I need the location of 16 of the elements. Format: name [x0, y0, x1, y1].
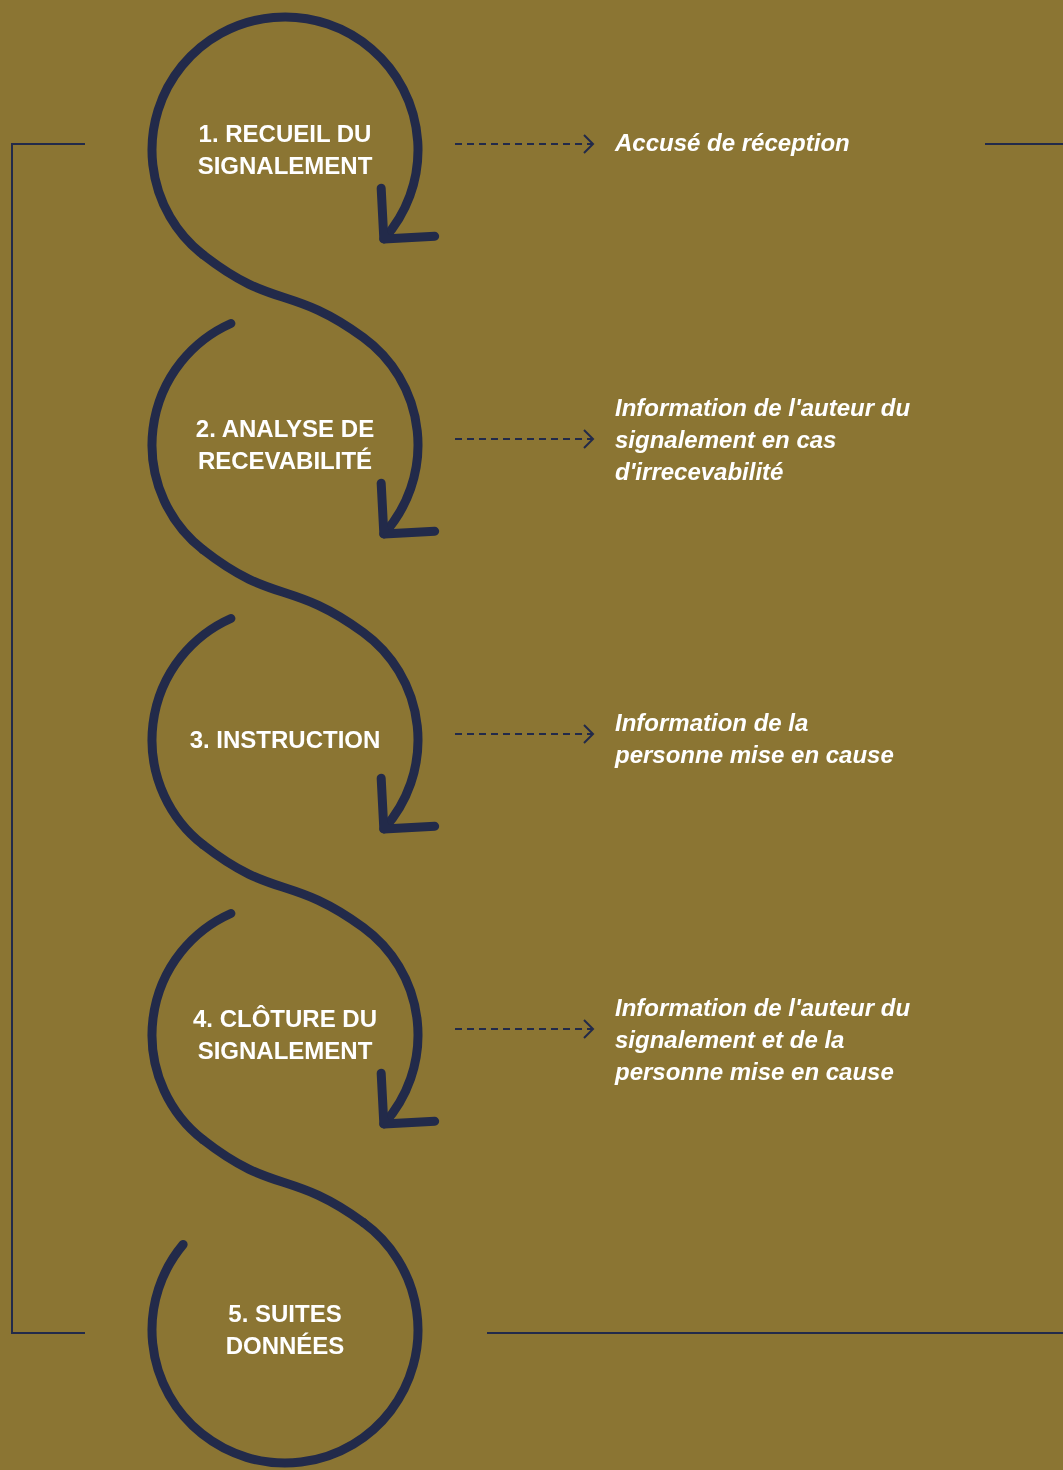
curved-arrow: [198, 250, 439, 539]
notification-text: Accusé de réception: [615, 128, 850, 158]
notification-text: Information de l'auteur du signalement et de la personne mise en cause: [615, 993, 912, 1087]
notification-text: Information de l'auteur du signalement en cas d'irrecevabilité: [615, 393, 912, 487]
step-title: 3. INSTRUCTION: [189, 725, 381, 755]
step-title: 1. RECUEIL DU SIGNALEMENT: [196, 119, 374, 181]
curved-arrow: [198, 545, 439, 834]
dashed-arrow: [454, 429, 594, 449]
dashed-arrow: [454, 134, 594, 154]
dashed-arrow: [454, 1019, 594, 1039]
curved-arrow: [198, 840, 439, 1129]
dashed-arrow: [454, 724, 594, 744]
step-title: 5. SUITES DONNÉES: [224, 1299, 346, 1361]
notification-text: Information de la personne mise en cause: [615, 708, 895, 770]
step-title: 2. ANALYSE DE RECEVABILITÉ: [194, 414, 376, 476]
step-title: 4. CLÔTURE DU SIGNALEMENT: [192, 1004, 378, 1066]
